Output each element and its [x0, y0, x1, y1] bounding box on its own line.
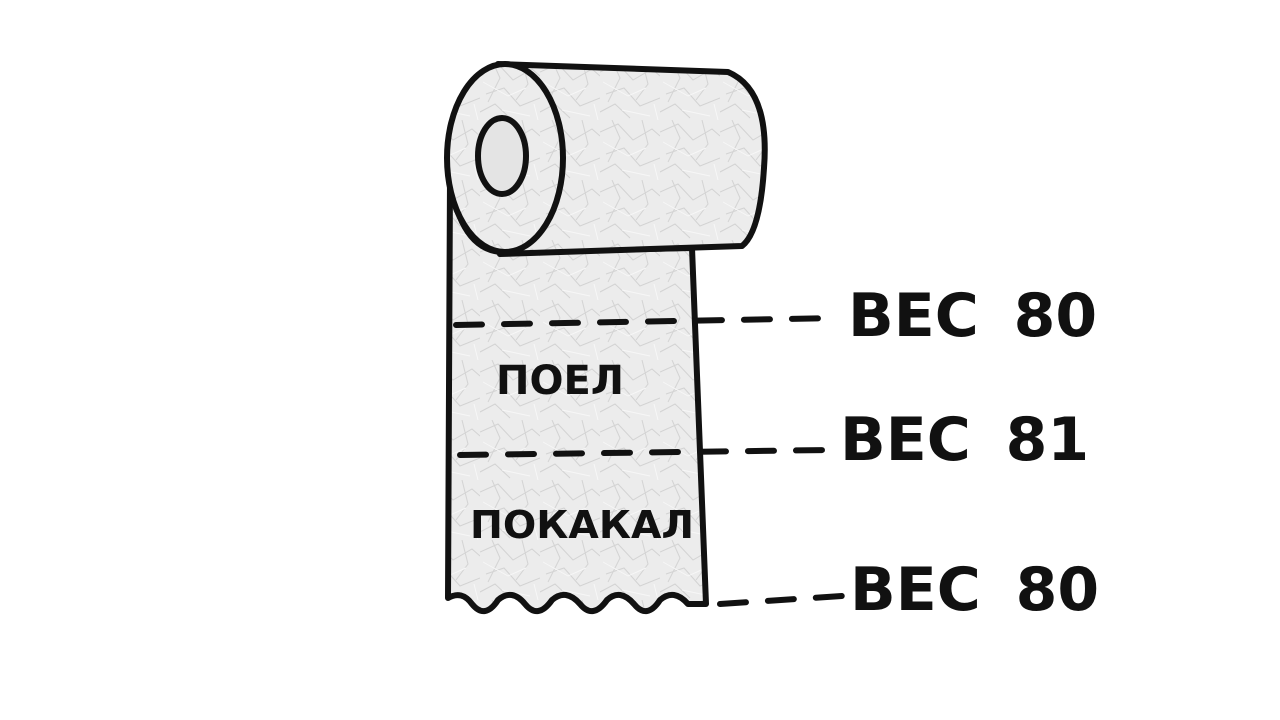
segment-label-pooped: ПОКАКАЛ: [470, 503, 694, 547]
paper-sheet: [445, 175, 709, 614]
segment-label-ate: ПОЕЛ: [496, 358, 624, 404]
divider-line-3: [717, 593, 845, 607]
divider-line-1: [453, 315, 841, 328]
divider-line-2: [457, 447, 831, 458]
weight-label-1: ВЕС 80: [848, 281, 1097, 351]
roll-core-hole: [475, 115, 529, 197]
roll-body: [495, 61, 768, 257]
weight-label-3: ВЕС 80: [850, 555, 1099, 625]
weight-label-2: ВЕС 81: [840, 405, 1089, 475]
